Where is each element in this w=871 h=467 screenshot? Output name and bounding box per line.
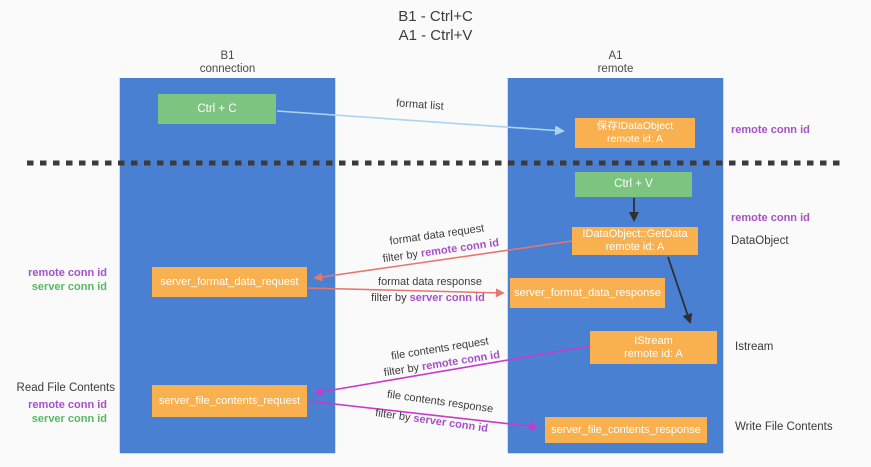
- server-format-data-request-label: server_format_data_request: [160, 275, 299, 288]
- label-filter-server-conn-id-1: filter by server conn id: [348, 292, 508, 305]
- left-label-server-conn-id-file: server conn id: [31, 413, 107, 425]
- lane-b1-role: connection: [199, 63, 256, 75]
- box-istream: IStream remote id: A: [590, 331, 717, 364]
- istream-line1: IStream: [634, 334, 673, 347]
- lane-header-a1: A1 remote: [508, 50, 723, 76]
- server-conn-id-key: server conn id: [412, 412, 489, 435]
- filter-by-prefix: filter by: [381, 247, 422, 266]
- filter-by-prefix: filter by: [371, 292, 410, 304]
- lane-header-b1: B1 connection: [120, 50, 335, 76]
- title-line-2: A1 - Ctrl+V: [398, 27, 473, 44]
- server-format-data-response-label: server_format_data_response: [514, 286, 661, 299]
- server-conn-id-key: server conn id: [409, 292, 485, 304]
- lane-a1-name: A1: [608, 50, 623, 62]
- right-label-remote-conn-id-save: remote conn id: [731, 124, 810, 136]
- right-label-remote-conn-id-paste: remote conn id: [731, 212, 810, 224]
- right-label-istream: Istream: [735, 341, 774, 353]
- getdata-line2: remote id: A: [605, 241, 665, 253]
- box-server-format-data-request: server_format_data_request: [152, 267, 307, 297]
- box-server-file-contents-response: server_file_contents_response: [545, 417, 707, 443]
- getdata-line1: IDataObject::GetData: [582, 228, 688, 240]
- box-ctrl-v: Ctrl + V: [575, 172, 692, 197]
- save-idataobject-line2: remote id: A: [606, 133, 664, 145]
- left-label-remote-conn-id-file: remote conn id: [28, 399, 107, 411]
- left-label-remote-conn-id-format: remote conn id: [28, 267, 107, 279]
- lane-a1-role: remote: [597, 63, 634, 75]
- save-idataobject-line1: 保存IDataObject: [596, 120, 674, 132]
- box-ctrl-c: Ctrl + C: [158, 94, 276, 124]
- server-file-contents-response-label: server_file_contents_response: [551, 423, 701, 436]
- right-label-write-file-contents: Write File Contents: [735, 421, 833, 433]
- box-idataobject-getdata: IDataObject::GetData remote id: A: [572, 227, 698, 255]
- title-line-1: B1 - Ctrl+C: [398, 8, 473, 25]
- left-label-read-file-contents: Read File Contents: [16, 382, 115, 394]
- lane-b1-name: B1: [220, 50, 235, 62]
- diagram-title: B1 - Ctrl+C A1 - Ctrl+V: [0, 7, 871, 45]
- ctrl-v-label: Ctrl + V: [614, 178, 653, 190]
- label-format-list: format list: [395, 97, 445, 113]
- istream-line2: remote id: A: [624, 347, 683, 360]
- box-server-format-data-response: server_format_data_response: [510, 278, 665, 308]
- left-label-server-conn-id-format: server conn id: [31, 281, 107, 293]
- right-label-dataobject: DataObject: [731, 235, 789, 247]
- filter-by-prefix: filter by: [374, 407, 415, 425]
- ctrl-c-label: Ctrl + C: [197, 102, 237, 115]
- server-file-contents-request-label: server_file_contents_request: [158, 394, 301, 407]
- label-format-data-response: format data response: [378, 276, 482, 288]
- box-save-idataobject: 保存IDataObject remote id: A: [575, 118, 695, 148]
- box-server-file-contents-request: server_file_contents_request: [152, 385, 307, 417]
